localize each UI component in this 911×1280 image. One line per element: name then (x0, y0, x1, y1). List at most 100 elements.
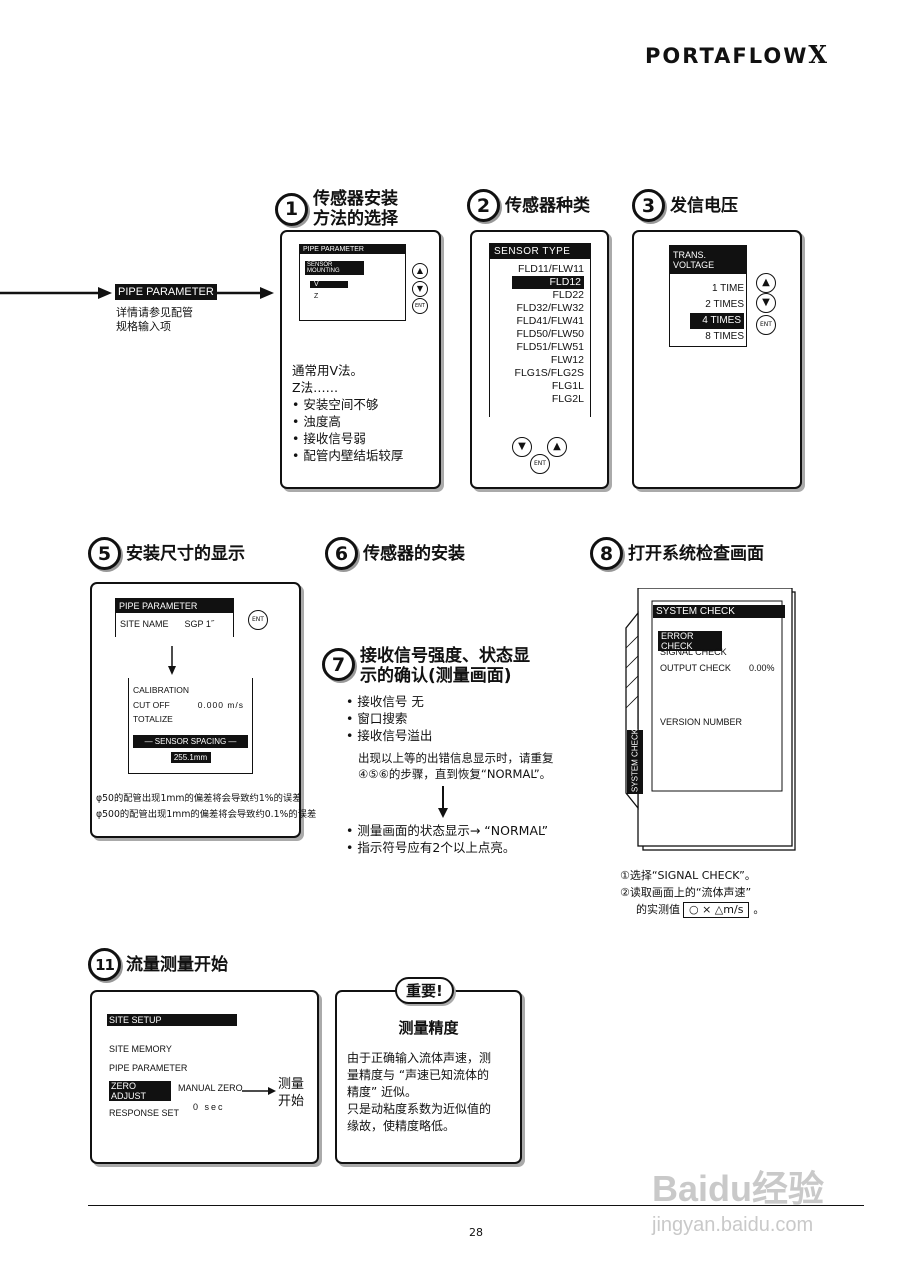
measure-start-line: 测量 (278, 1077, 305, 1092)
list-item: 接收信号 无 (346, 693, 432, 710)
important-panel: 重要! 测量精度 由于正确输入流体声速，测 量精度与 “声速已知流体的 精度” … (335, 977, 522, 1164)
portaflow-logo: PORTAFLOWX (645, 40, 829, 69)
calibration-label: CALIBRATION (133, 685, 190, 695)
step7-title-1: 接收信号强度、状态显 (360, 646, 530, 666)
sensor-spacing-value: 255.1mm (170, 752, 211, 763)
output-check-item: OUTPUT CHECK (660, 663, 731, 673)
input-note-2: 规格输入项 (116, 320, 171, 333)
list-item[interactable]: FLG1S/FLG2S (514, 367, 584, 379)
up-arrow-button[interactable]: ▲ (756, 273, 776, 293)
step2-title: 传感器种类 (505, 195, 590, 216)
up-arrow-button[interactable]: ▲ (412, 263, 428, 279)
step7-status-bullets: 测量画面的状态显示→ “NORMAL” 指示符号应有2个以上点亮。 (346, 822, 548, 856)
mount-option-v: V (310, 281, 348, 288)
list-item[interactable]: FLW12 (550, 354, 584, 366)
cutoff-value: 0.000 m/s (197, 700, 245, 710)
list-item[interactable]: FLD51/FLW51 (516, 341, 585, 353)
selected-voltage-item[interactable]: 4 TIMES (690, 313, 744, 329)
list-item[interactable]: FLD11/FLW11 (518, 263, 584, 275)
right-arrow (242, 1087, 276, 1095)
version-number-item: VERSION NUMBER (660, 717, 743, 727)
step8-heading: 8 打开系统检查画面 (590, 537, 764, 570)
system-check-tab-label: SYSTEM CHECK (630, 728, 640, 793)
step7-title-2: 示的确认(测量画面) (360, 666, 512, 686)
step1-heading: 1 传感器安装 方法的选择 (275, 189, 398, 229)
note-line: ①选择“SIGNAL CHECK”。 (620, 869, 756, 882)
signal-check-item: SIGNAL CHECK (660, 647, 727, 657)
list-item[interactable]: 8 TIMES (705, 331, 744, 342)
step8-notes: ①选择“SIGNAL CHECK”。 ②读取画面上的“流体声速” 的实测值 ○ … (620, 867, 764, 918)
site-name-label: SITE NAME (120, 619, 169, 629)
note-line: Z法…… (292, 380, 339, 395)
totalize-label: TOTALIZE (133, 714, 173, 724)
watermark-url: jingyan.baidu.com (652, 1214, 814, 1236)
pipe-parameter-item: PIPE PARAMETER (109, 1063, 188, 1073)
step1-title-2: 方法的选择 (313, 209, 398, 229)
list-item: 接收信号溢出 (346, 727, 432, 744)
manual-zero-value: MANUAL ZERO (178, 1083, 243, 1093)
list-item[interactable]: FLG1L (551, 380, 584, 392)
ent-button[interactable]: ENT (248, 610, 268, 630)
step1-notes: 通常用V法。 Z法…… 安装空间不够 浊度高 接收信号弱 配管内壁结垢较厚 (292, 362, 403, 464)
baidu-watermark: Baidu经验 jingyan.baidu.com (652, 1160, 824, 1237)
list-item[interactable]: 2 TIMES (705, 299, 744, 310)
step1-panel: PIPE PARAMETER SENSOR MOUNTING V Z ▲ ▼ E… (280, 230, 441, 489)
list-item[interactable]: FLD22 (552, 289, 584, 301)
ent-button[interactable]: ENT (756, 315, 776, 335)
body-line: 精度” 近似。 (347, 1085, 418, 1099)
screen-title: PIPE PARAMETER (116, 599, 233, 613)
site-name-value: SGP 1˝ (184, 619, 214, 629)
measured-value-box: ○ × △m/s (683, 901, 750, 918)
important-badge: 重要! (395, 977, 454, 1004)
list-item: 接收信号弱 (292, 430, 403, 447)
pipe-parameter-label: PIPE PARAMETER (115, 284, 217, 300)
step-number: 5 (88, 537, 121, 570)
input-note-1: 详情请参见配管 (116, 306, 193, 319)
step5-heading: 5 安装尺寸的显示 (88, 537, 245, 570)
list-item[interactable]: 1 TIME (711, 283, 744, 294)
list-item[interactable]: FLD32/FLW32 (516, 302, 585, 314)
site-setup-screen: SITE SETUP SITE MEMORY PIPE PARAMETER ZE… (107, 1014, 237, 1124)
selected-sensor-item[interactable]: FLD12 (512, 276, 584, 289)
down-arrow-button[interactable]: ▼ (512, 437, 532, 457)
step1-title-1: 传感器安装 (313, 189, 398, 209)
step7-bullets: 接收信号 无 窗口搜索 接收信号溢出 (346, 693, 432, 744)
note-line: 的实测值 (636, 903, 680, 916)
message-line: ④⑤⑥的步骤，直到恢复“NORMAL”。 (358, 767, 552, 781)
ent-button[interactable]: ENT (530, 454, 550, 474)
system-check-title: SYSTEM CHECK (653, 605, 785, 618)
footer-rule (88, 1205, 864, 1206)
list-item: 测量画面的状态显示→ “NORMAL” (346, 822, 548, 839)
list-item[interactable]: FLD50/FLW50 (516, 328, 585, 340)
note-line: φ50的配管出现1mm的偏差将会导致约1%的误差 (96, 793, 302, 804)
system-check-tab: SYSTEM CHECK (627, 728, 643, 794)
list-item[interactable]: FLD41/FLW41 (516, 315, 585, 327)
step-number: 2 (467, 189, 500, 222)
voltage-list: 1 TIME 2 TIMES 4 TIMES 8 TIMES (670, 274, 746, 345)
step2-heading: 2 传感器种类 (467, 189, 590, 222)
step5-notes: φ50的配管出现1mm的偏差将会导致约1%的误差 φ500的配管出现1mm的偏差… (96, 791, 316, 823)
step-number: 6 (325, 537, 358, 570)
system-check-device (625, 588, 796, 851)
down-arrow-button[interactable]: ▼ (412, 281, 428, 297)
important-title: 测量精度 (398, 1019, 459, 1037)
note-line: φ500的配管出现1mm的偏差将会导致约0.1%的误差 (96, 809, 317, 820)
error-check-item: ERROR CHECK (658, 631, 722, 651)
body-line: 缘故，使精度略低。 (347, 1119, 456, 1133)
ent-button[interactable]: ENT (412, 298, 428, 314)
up-arrow-button[interactable]: ▲ (547, 437, 567, 457)
down-arrow (168, 646, 176, 675)
pipe-parameter-screen: PIPE PARAMETER SITE NAME SGP 1˝ (115, 598, 234, 637)
list-item[interactable]: FLG2L (551, 393, 584, 405)
screen-title: SENSOR TYPE (490, 244, 590, 259)
step-number: 3 (632, 189, 665, 222)
step3-heading: 3 发信电压 (632, 189, 738, 222)
mount-option-z: Z (314, 293, 319, 300)
measure-start-line: 开始 (278, 1094, 305, 1109)
down-arrow-button[interactable]: ▼ (756, 293, 776, 313)
measure-start-text: 测量 开始 (278, 1076, 304, 1110)
